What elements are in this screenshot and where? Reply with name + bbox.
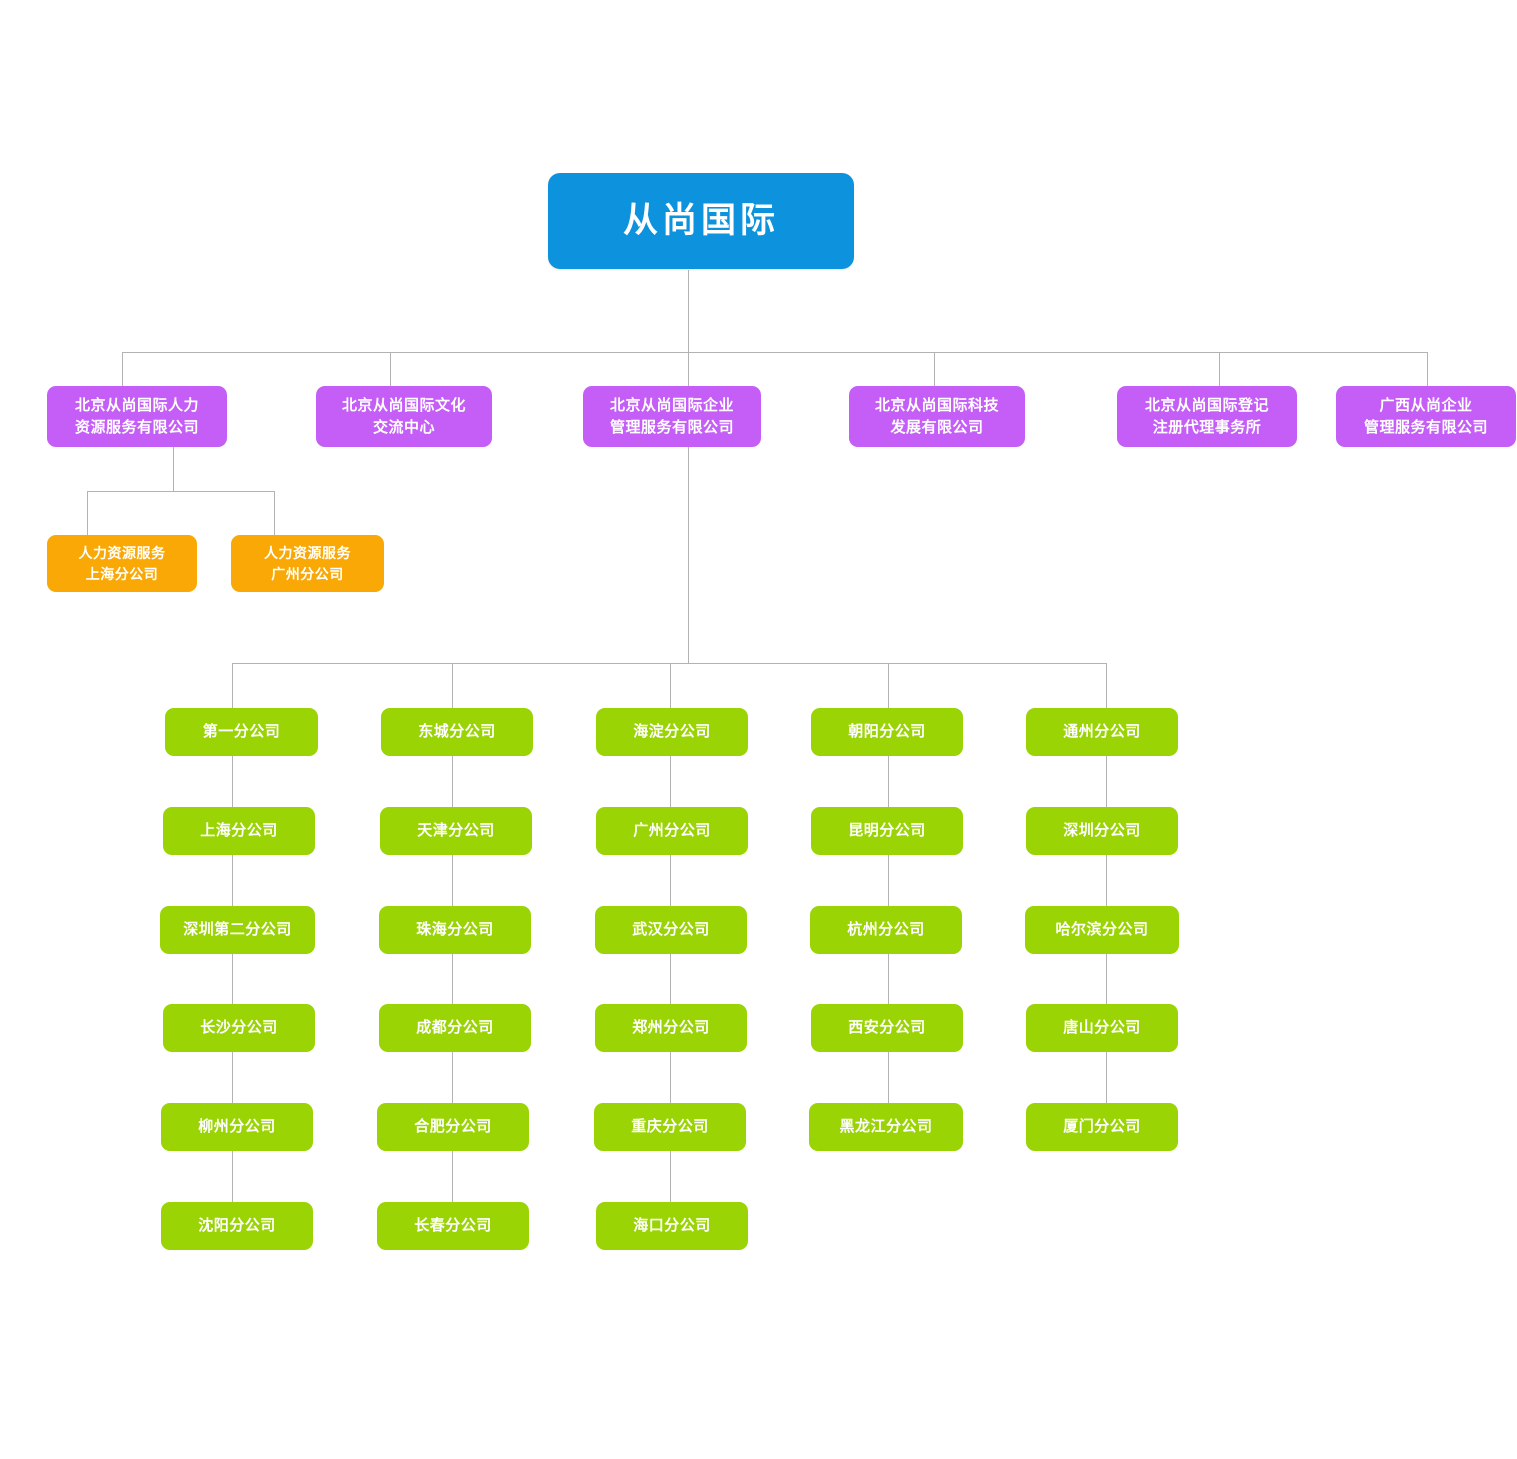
branch-node-c4-r2[interactable]: 昆明分公司 xyxy=(811,807,963,855)
branch-node-c1-r5[interactable]: 柳州分公司 xyxy=(161,1103,313,1151)
branch-node-c1-r3[interactable]: 深圳第二分公司 xyxy=(160,906,315,954)
branch-node-c2-r3[interactable]: 珠海分公司 xyxy=(379,906,531,954)
branch-node-c3-r5[interactable]: 重庆分公司 xyxy=(594,1103,746,1151)
division-node-4[interactable]: 北京从尚国际科技 发展有限公司 xyxy=(849,386,1025,447)
connector-division-drop-5 xyxy=(1219,352,1220,386)
division-node-2[interactable]: 北京从尚国际文化 交流中心 xyxy=(316,386,492,447)
connector-hr-stem xyxy=(173,447,174,491)
connector-hr-drop-1 xyxy=(87,491,88,535)
connector-division-drop-3 xyxy=(688,352,689,386)
branch-node-c3-r4[interactable]: 郑州分公司 xyxy=(595,1004,747,1052)
branch-node-c5-r5[interactable]: 厦门分公司 xyxy=(1026,1103,1178,1151)
connector-hr-drop-2 xyxy=(274,491,275,535)
division-node-3[interactable]: 北京从尚国际企业 管理服务有限公司 xyxy=(583,386,761,447)
branch-node-c2-r1[interactable]: 东城分公司 xyxy=(381,708,533,756)
connector-root-stem xyxy=(688,270,689,352)
connector-hr-bus xyxy=(87,491,274,492)
connector-branch-bus xyxy=(232,663,1106,664)
branch-node-c1-r2[interactable]: 上海分公司 xyxy=(163,807,315,855)
connector-division-drop-1 xyxy=(122,352,123,386)
branch-node-c3-r3[interactable]: 武汉分公司 xyxy=(595,906,747,954)
branch-node-c2-r2[interactable]: 天津分公司 xyxy=(380,807,532,855)
branch-node-c5-r4[interactable]: 唐山分公司 xyxy=(1026,1004,1178,1052)
hr-branch-node-1[interactable]: 人力资源服务 上海分公司 xyxy=(47,535,197,592)
branch-node-c3-r6[interactable]: 海口分公司 xyxy=(596,1202,748,1250)
branch-node-c4-r1[interactable]: 朝阳分公司 xyxy=(811,708,963,756)
division-node-1[interactable]: 北京从尚国际人力 资源服务有限公司 xyxy=(47,386,227,447)
connector-division-drop-6 xyxy=(1427,352,1428,386)
branch-node-c4-r5[interactable]: 黑龙江分公司 xyxy=(809,1103,963,1151)
branch-node-c4-r4[interactable]: 西安分公司 xyxy=(811,1004,963,1052)
branch-node-c3-r1[interactable]: 海淀分公司 xyxy=(596,708,748,756)
branch-node-c2-r5[interactable]: 合肥分公司 xyxy=(377,1103,529,1151)
branch-node-c5-r1[interactable]: 通州分公司 xyxy=(1026,708,1178,756)
branch-node-c1-r4[interactable]: 长沙分公司 xyxy=(163,1004,315,1052)
branch-node-c1-r6[interactable]: 沈阳分公司 xyxy=(161,1202,313,1250)
branch-node-c5-r2[interactable]: 深圳分公司 xyxy=(1026,807,1178,855)
branch-node-c3-r2[interactable]: 广州分公司 xyxy=(596,807,748,855)
branch-node-c5-r3[interactable]: 哈尔滨分公司 xyxy=(1025,906,1179,954)
root-node[interactable]: 从尚国际 xyxy=(548,173,854,269)
division-node-6[interactable]: 广西从尚企业 管理服务有限公司 xyxy=(1336,386,1516,447)
connector-division-drop-2 xyxy=(390,352,391,386)
branch-node-c2-r4[interactable]: 成都分公司 xyxy=(379,1004,531,1052)
connector-branch-column-4 xyxy=(888,663,889,1120)
hr-branch-node-2[interactable]: 人力资源服务 广州分公司 xyxy=(231,535,384,592)
branch-node-c4-r3[interactable]: 杭州分公司 xyxy=(810,906,962,954)
division-node-5[interactable]: 北京从尚国际登记 注册代理事务所 xyxy=(1117,386,1297,447)
connector-branch-column-5 xyxy=(1106,663,1107,1120)
connector-division-drop-4 xyxy=(934,352,935,386)
branch-node-c2-r6[interactable]: 长春分公司 xyxy=(377,1202,529,1250)
connector-enterprise-stem xyxy=(688,447,689,663)
branch-node-c1-r1[interactable]: 第一分公司 xyxy=(165,708,318,756)
connector-division-bus xyxy=(122,352,1427,353)
